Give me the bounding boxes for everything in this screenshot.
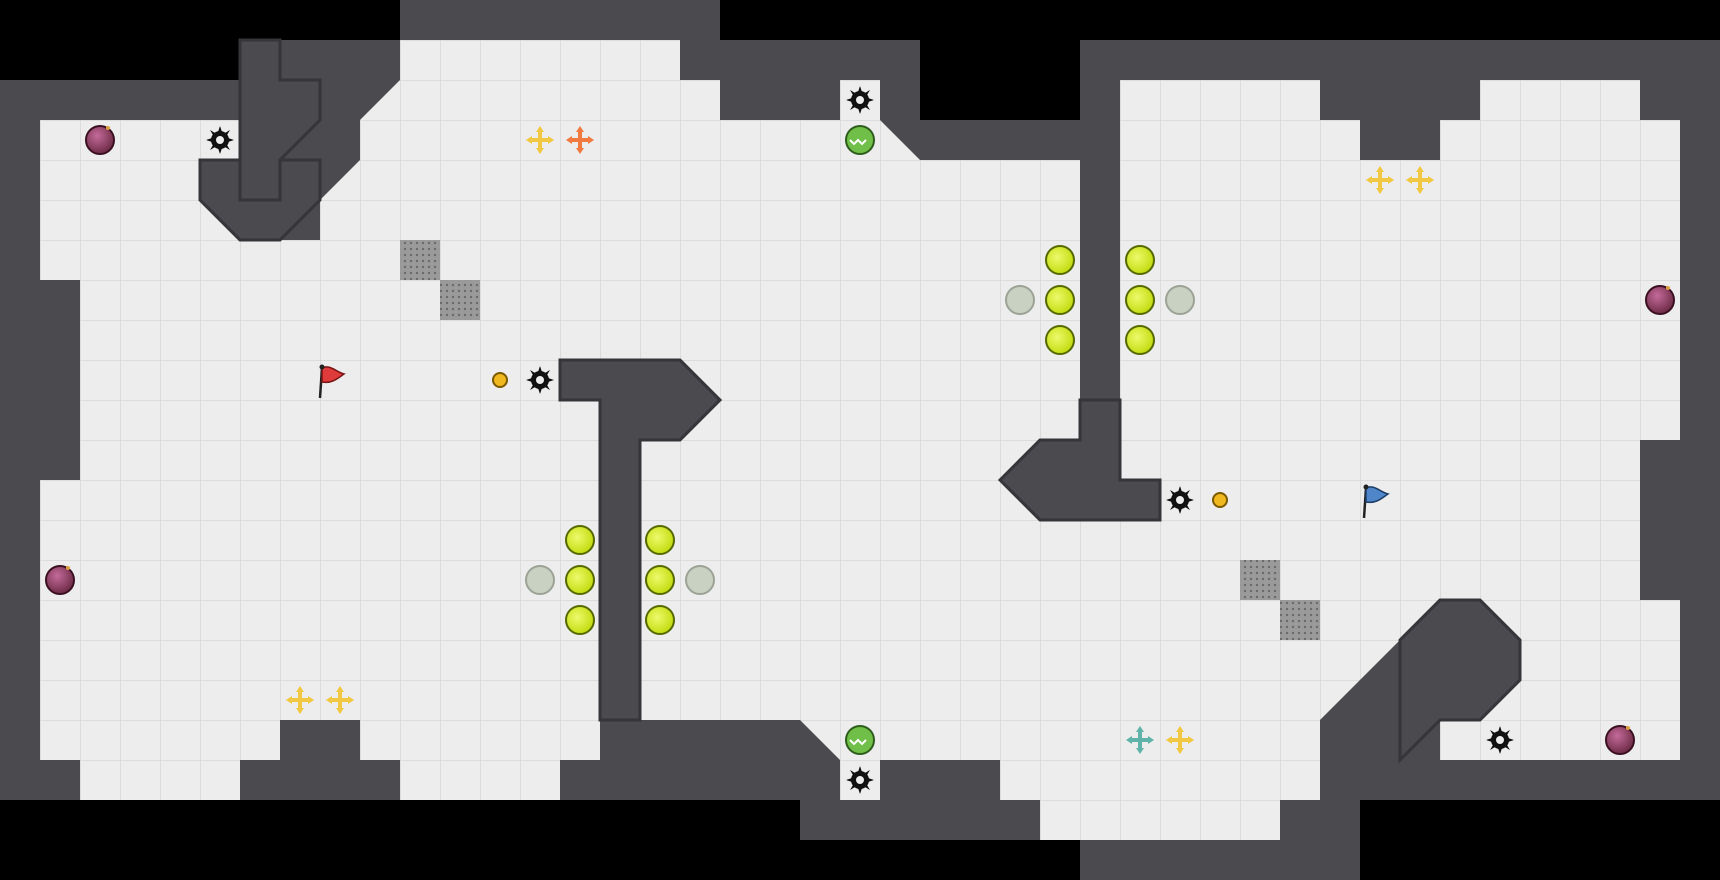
portal-icon <box>845 725 875 755</box>
grate-tile-icon <box>1240 560 1280 600</box>
button-icon <box>565 565 595 595</box>
pellet-icon <box>492 372 508 388</box>
gate-icon <box>1165 285 1195 315</box>
booster-icon <box>286 686 314 714</box>
booster-icon <box>566 126 594 154</box>
gate-icon <box>525 565 555 595</box>
red-flag-icon <box>318 364 346 399</box>
gate-icon <box>685 565 715 595</box>
grate-tile-icon <box>440 280 480 320</box>
flags-layer <box>318 364 1390 519</box>
spike-icon <box>206 126 234 154</box>
grate-tiles <box>400 240 1320 640</box>
blue-flag-icon <box>1362 484 1390 519</box>
spike-icon <box>1486 726 1514 754</box>
booster-icon <box>1366 166 1394 194</box>
spike-icon <box>1166 486 1194 514</box>
button-icon <box>1045 285 1075 315</box>
button-icon <box>645 565 675 595</box>
spikes-layer <box>206 86 1514 794</box>
pellet-icon <box>1212 492 1228 508</box>
button-icon <box>565 525 595 555</box>
bomb-icon <box>1645 285 1675 315</box>
booster-icon <box>526 126 554 154</box>
boosters-layer <box>286 126 1434 754</box>
grate-tile-icon <box>400 240 440 280</box>
red-team-label: red <box>300 400 302 401</box>
spike-icon <box>846 766 874 794</box>
button-icon <box>645 605 675 635</box>
grate-tile-icon <box>1280 600 1320 640</box>
button-icon <box>1125 325 1155 355</box>
booster-icon <box>1406 166 1434 194</box>
blue-team-label: blue <box>1344 520 1346 521</box>
gate-icon <box>1005 285 1035 315</box>
button-icon <box>1125 245 1155 275</box>
button-icon <box>1045 245 1075 275</box>
button-icon <box>565 605 595 635</box>
inner-walls <box>198 38 1522 764</box>
button-icon <box>645 525 675 555</box>
bomb-icon <box>85 125 115 155</box>
spike-icon <box>526 366 554 394</box>
bombs-layer <box>45 125 1675 755</box>
button-icon <box>1045 325 1075 355</box>
pellets-layer <box>492 372 1228 508</box>
booster-icon <box>1126 726 1154 754</box>
button-icon <box>1125 285 1155 315</box>
buttons-layer <box>525 245 1195 635</box>
booster-icon <box>326 686 354 714</box>
spike-icon <box>846 86 874 114</box>
bomb-icon <box>45 565 75 595</box>
portals-layer <box>845 125 875 755</box>
booster-icon <box>1166 726 1194 754</box>
bomb-icon <box>1605 725 1635 755</box>
portal-icon <box>845 125 875 155</box>
